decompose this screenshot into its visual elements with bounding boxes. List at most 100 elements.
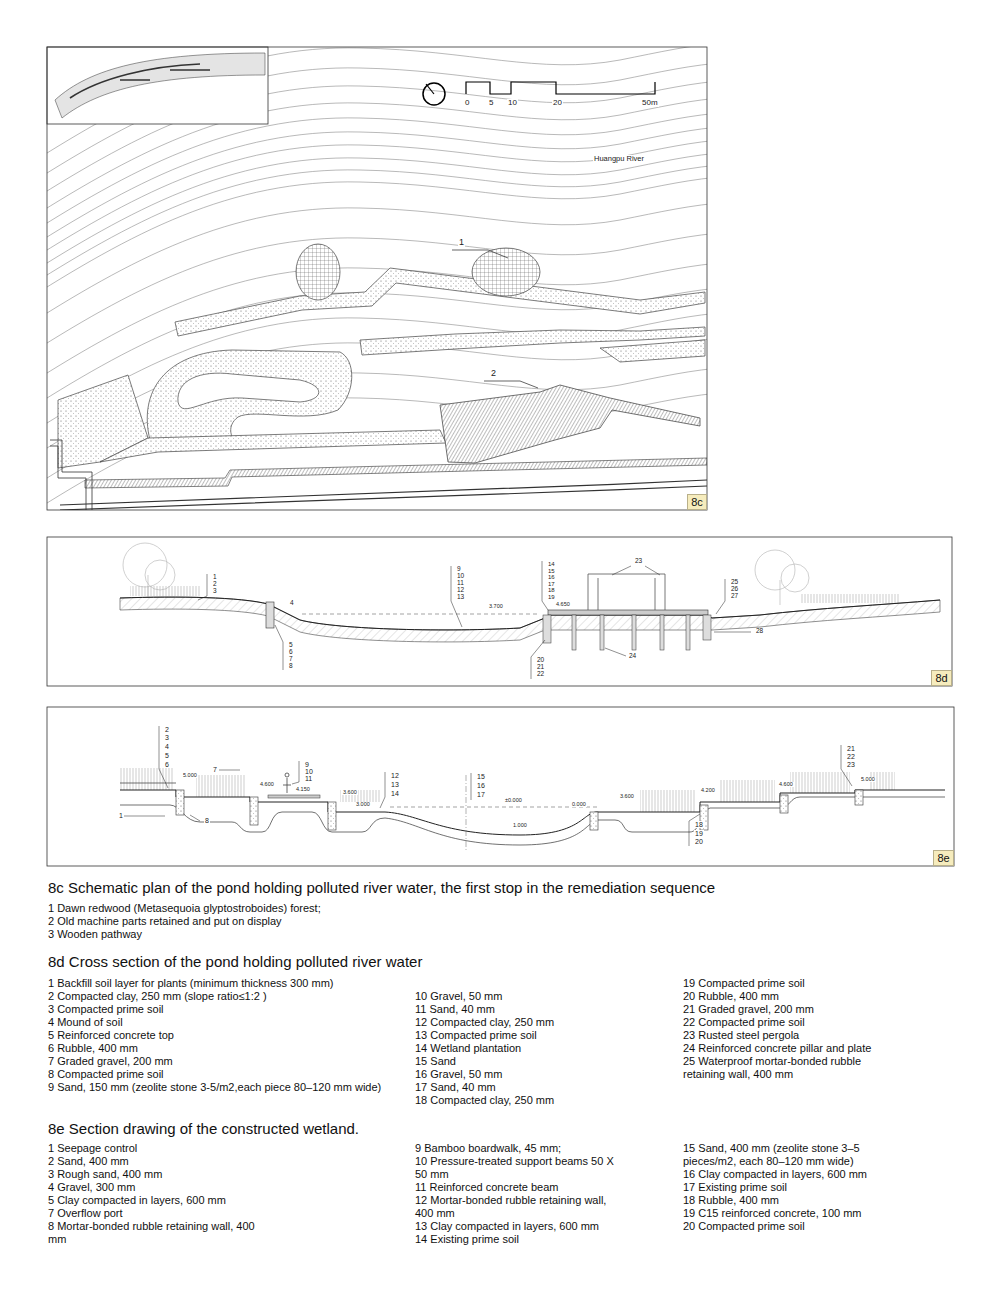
leader-line [452,250,538,388]
contour [47,126,707,254]
planting-band [147,350,352,440]
callout-number: 21 [846,745,856,752]
caption-item: 17 Existing prime soil [683,1181,898,1194]
callout-number: 19 [547,594,556,600]
key-plan-frame [47,47,268,124]
elevation-label: 4.200 [700,788,716,794]
callout-number: 21 [536,664,545,671]
caption-item: 3 Rough sand, 400 mm [48,1168,263,1181]
elevation-label: 1.000 [512,823,528,829]
leader-line [198,561,751,679]
caption-item: 20 Compacted prime soil [683,1220,898,1233]
caption-column: 15 Sand, 400 mm (zeolite stone 3–5 piece… [683,1142,898,1233]
key-plan-detail [70,64,210,98]
road-edge [60,480,707,510]
elevation-label: 4.600 [778,782,794,788]
callout-number: 20 [536,657,545,664]
caption-item: 8 Compacted prime soil [48,1068,403,1081]
callout-number: 10 [456,573,465,580]
callout-number: 16 [547,574,556,580]
figure-tag-text: 8c [691,497,703,508]
callout-number: 1 [458,238,465,247]
building-outline [50,440,92,510]
scale-label: 50m [641,99,659,107]
elevation-label: ±0.000 [504,798,523,804]
caption-item: 14 Existing prime soil [415,1233,620,1246]
callout-number: 8 [204,817,210,824]
caption-item: 20 Rubble, 400 mm [683,990,898,1003]
caption-item: 18 Compacted clay, 250 mm [415,1094,670,1107]
planted-bands [58,268,705,468]
callout-number: 9 [304,761,310,768]
caption-item: 6 Rubble, 400 mm [48,1042,403,1055]
soil-layers [120,597,940,642]
caption-item: 11 Sand, 40 mm [415,1003,670,1016]
scale-label: 20 [552,99,563,107]
place-label: Huangpu River [593,155,645,163]
callout-number: 4 [164,743,170,750]
caption-item: 16 Gravel, 50 mm [415,1068,670,1081]
callout-number: 3 [164,734,170,741]
callout-number: 17 [476,791,486,798]
caption-item: 3 Compacted prime soil [48,1003,403,1016]
caption-item: 21 Graded gravel, 200 mm [683,1003,898,1016]
callout-number: 20 [694,838,704,845]
caption-item: 5 Reinforced concrete top [48,1029,403,1042]
caption-heading: 8c Schematic plan of the pond holding po… [48,879,715,896]
contour [47,232,707,360]
contour [47,47,707,170]
figure-tag-text: 8d [935,673,947,684]
callout-number: 7 [212,766,218,773]
caption-item: 4 Gravel, 300 mm [48,1181,263,1194]
callout-number: 18 [547,587,556,593]
caption-column: 10 Gravel, 50 mm11 Sand, 40 mm12 Compact… [415,990,670,1107]
seepage-layer [120,797,945,845]
contour [47,112,707,240]
caption-item: 1 Dawn redwood (Metasequoia glyptostrobo… [48,902,688,915]
callout-number: 22 [846,753,856,760]
figure-tag: 8e [933,850,954,866]
callout-number: 27 [730,593,739,600]
retaining-wall [176,790,863,830]
caption-item: 18 Rubble, 400 mm [683,1194,898,1207]
concrete-top [266,602,274,628]
caption-item: 8 Mortar-bonded rubble retaining wall, 4… [48,1220,263,1246]
elevation-label: 3.000 [355,802,371,808]
caption-item: 19 C15 reinforced concrete, 100 mm [683,1207,898,1220]
callout-number: 12 [456,587,465,594]
elevation-label: 0.000 [571,802,587,808]
contour [47,164,707,292]
caption-item: 12 Compacted clay, 250 mm [415,1016,670,1029]
pavement [120,783,176,784]
pond-island [178,373,319,409]
contour [47,337,707,465]
caption-item: 2 Old machine parts retained and put on … [48,915,688,928]
callout-number: 28 [755,628,764,635]
caption-item: 9 Bamboo boardwalk, 45 mm; [415,1142,620,1155]
callout-number: 18 [694,821,704,828]
contour [47,152,707,280]
caption-column: 9 Bamboo boardwalk, 45 mm;10 Pressure-tr… [415,1142,620,1246]
callout-number: 15 [476,773,486,780]
callout-number: 12 [390,772,400,779]
callout-number: 6 [164,761,170,768]
tree-sketch [123,543,809,605]
scale-label: 10 [507,99,518,107]
pergola [588,574,665,610]
callout-number: 13 [456,594,465,601]
callout-number: 13 [390,781,400,788]
caption-column: 1 Dawn redwood (Metasequoia glyptostrobo… [48,902,688,941]
contour [47,262,707,390]
north-arrow [423,83,445,105]
callout-number: 14 [547,561,556,567]
callout-number: 24 [628,653,637,660]
pond-section [120,543,940,679]
caption-item: 11 Reinforced concrete beam [415,1181,620,1194]
callout-number: 5 [164,752,170,759]
contour [47,367,707,495]
callout-number: 23 [634,558,643,565]
contour-lines [47,47,707,510]
callout-number: 19 [694,830,704,837]
callout-number: 25 [730,579,739,586]
planting-band [175,268,705,336]
